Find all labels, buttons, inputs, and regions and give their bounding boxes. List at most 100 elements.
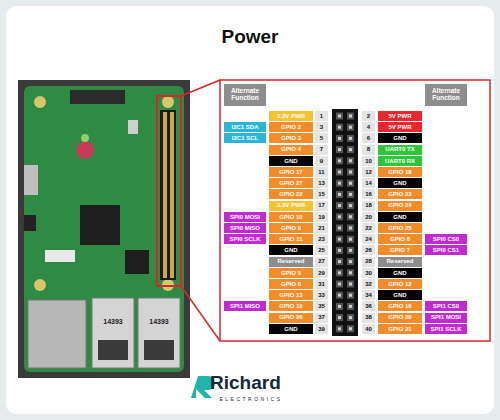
pin: [338, 316, 341, 319]
pin-socket: [336, 180, 343, 187]
mount-hole: [34, 96, 46, 108]
pin-name-label: Reserved: [378, 257, 422, 267]
pin-number: 39: [315, 324, 328, 334]
column-header: Alternate Function: [425, 84, 467, 106]
pin-socket: [347, 303, 354, 310]
pin: [338, 204, 341, 207]
pin-name-label: GPIO 5: [269, 268, 313, 278]
pin: [338, 193, 341, 196]
pin: [338, 182, 341, 185]
pin-name-label: 3.3V PWR: [269, 201, 313, 211]
pin-name-label: GPIO 23: [378, 189, 422, 199]
pin-name-label: GPIO 4: [269, 145, 313, 155]
usb-slot: [98, 340, 128, 360]
pin: [349, 249, 352, 252]
alt-function-label: SPI0 SCLK: [224, 234, 266, 244]
pin: [349, 305, 352, 308]
pin-number: 2: [362, 111, 375, 121]
pin-number: 3: [315, 122, 328, 132]
pin-socket: [347, 135, 354, 142]
pin-number: 23: [315, 234, 328, 244]
alt-function-label: I2C1 SCL: [224, 133, 266, 143]
pin-socket: [347, 281, 354, 288]
page-title: Power: [150, 22, 350, 52]
gpio-header: [160, 110, 176, 280]
pin: [338, 305, 341, 308]
pin-socket: [336, 157, 343, 164]
pin-socket: [347, 292, 354, 299]
alt-function-label: SPI1 MISO: [224, 301, 266, 311]
pin: [338, 260, 341, 263]
pin-name-label: GND: [378, 178, 422, 188]
pin-number: 12: [362, 167, 375, 177]
pin-socket: [336, 314, 343, 321]
pin: [338, 171, 341, 174]
pin-name-label: GPIO 12: [378, 279, 422, 289]
pin: [349, 115, 352, 118]
pin-number: 1: [315, 111, 328, 121]
pin-number: 38: [362, 313, 375, 323]
pin-socket: [336, 124, 343, 131]
pin-socket: [336, 258, 343, 265]
pin-number: 9: [315, 156, 328, 166]
pin-number: 33: [315, 290, 328, 300]
raspberry-leaf: [81, 134, 89, 142]
pin-socket: [336, 281, 343, 288]
pinout-frame: [220, 80, 490, 341]
pin-number: 20: [362, 212, 375, 222]
raspberry-logo: [76, 141, 94, 159]
pin-name-label: GPIO 17: [269, 167, 313, 177]
alt-function-label: SPI1 SCLK: [425, 324, 467, 334]
ethernet-port: [28, 300, 86, 368]
pin: [349, 182, 352, 185]
power-connector: [128, 120, 138, 134]
pin-number: 27: [315, 257, 328, 267]
pin-name-label: GPIO 16: [378, 301, 422, 311]
pin: [349, 171, 352, 174]
pin-socket: [347, 314, 354, 321]
pin-name-label: GND: [269, 245, 313, 255]
pin: [338, 283, 341, 286]
pin: [338, 115, 341, 118]
pin-name-label: GPIO 6: [269, 279, 313, 289]
usb-chip: [125, 250, 149, 274]
pin-socket: [336, 269, 343, 276]
pin-name-label: GPIO 18: [378, 167, 422, 177]
pin: [349, 204, 352, 207]
pin-socket: [336, 236, 343, 243]
pin: [338, 294, 341, 297]
pin-name-label: GND: [378, 268, 422, 278]
pin: [349, 193, 352, 196]
pin-socket: [347, 325, 354, 332]
pin-name-label: 5V PWR: [378, 122, 422, 132]
pin-socket: [336, 202, 343, 209]
pin-socket: [336, 303, 343, 310]
pin-socket: [347, 169, 354, 176]
pin: [338, 159, 341, 162]
pin-socket: [347, 236, 354, 243]
pin: [338, 126, 341, 129]
pin-number: 10: [362, 156, 375, 166]
pin-number: 4: [362, 122, 375, 132]
pin-name-label: UART0 RX: [378, 156, 422, 166]
pin-socket: [347, 202, 354, 209]
pin-number: 7: [315, 145, 328, 155]
pin: [349, 294, 352, 297]
alt-function-label: SPI0 CS1: [425, 245, 467, 255]
pin-number: 15: [315, 189, 328, 199]
pin-name-label: GPIO 13: [269, 290, 313, 300]
pin: [338, 271, 341, 274]
pin: [338, 327, 341, 330]
photo-frame: [18, 80, 190, 378]
pin-number: 22: [362, 223, 375, 233]
pin-socket: [336, 325, 343, 332]
alt-function-label: SPI0 MISO: [224, 223, 266, 233]
alt-function-label: SPI0 CS0: [425, 234, 467, 244]
pin: [349, 126, 352, 129]
pin: [349, 215, 352, 218]
pin-name-label: GPIO 22: [269, 189, 313, 199]
pin-name-label: GPIO 21: [378, 324, 422, 334]
header-pins: [170, 112, 174, 278]
pin-socket: [347, 157, 354, 164]
